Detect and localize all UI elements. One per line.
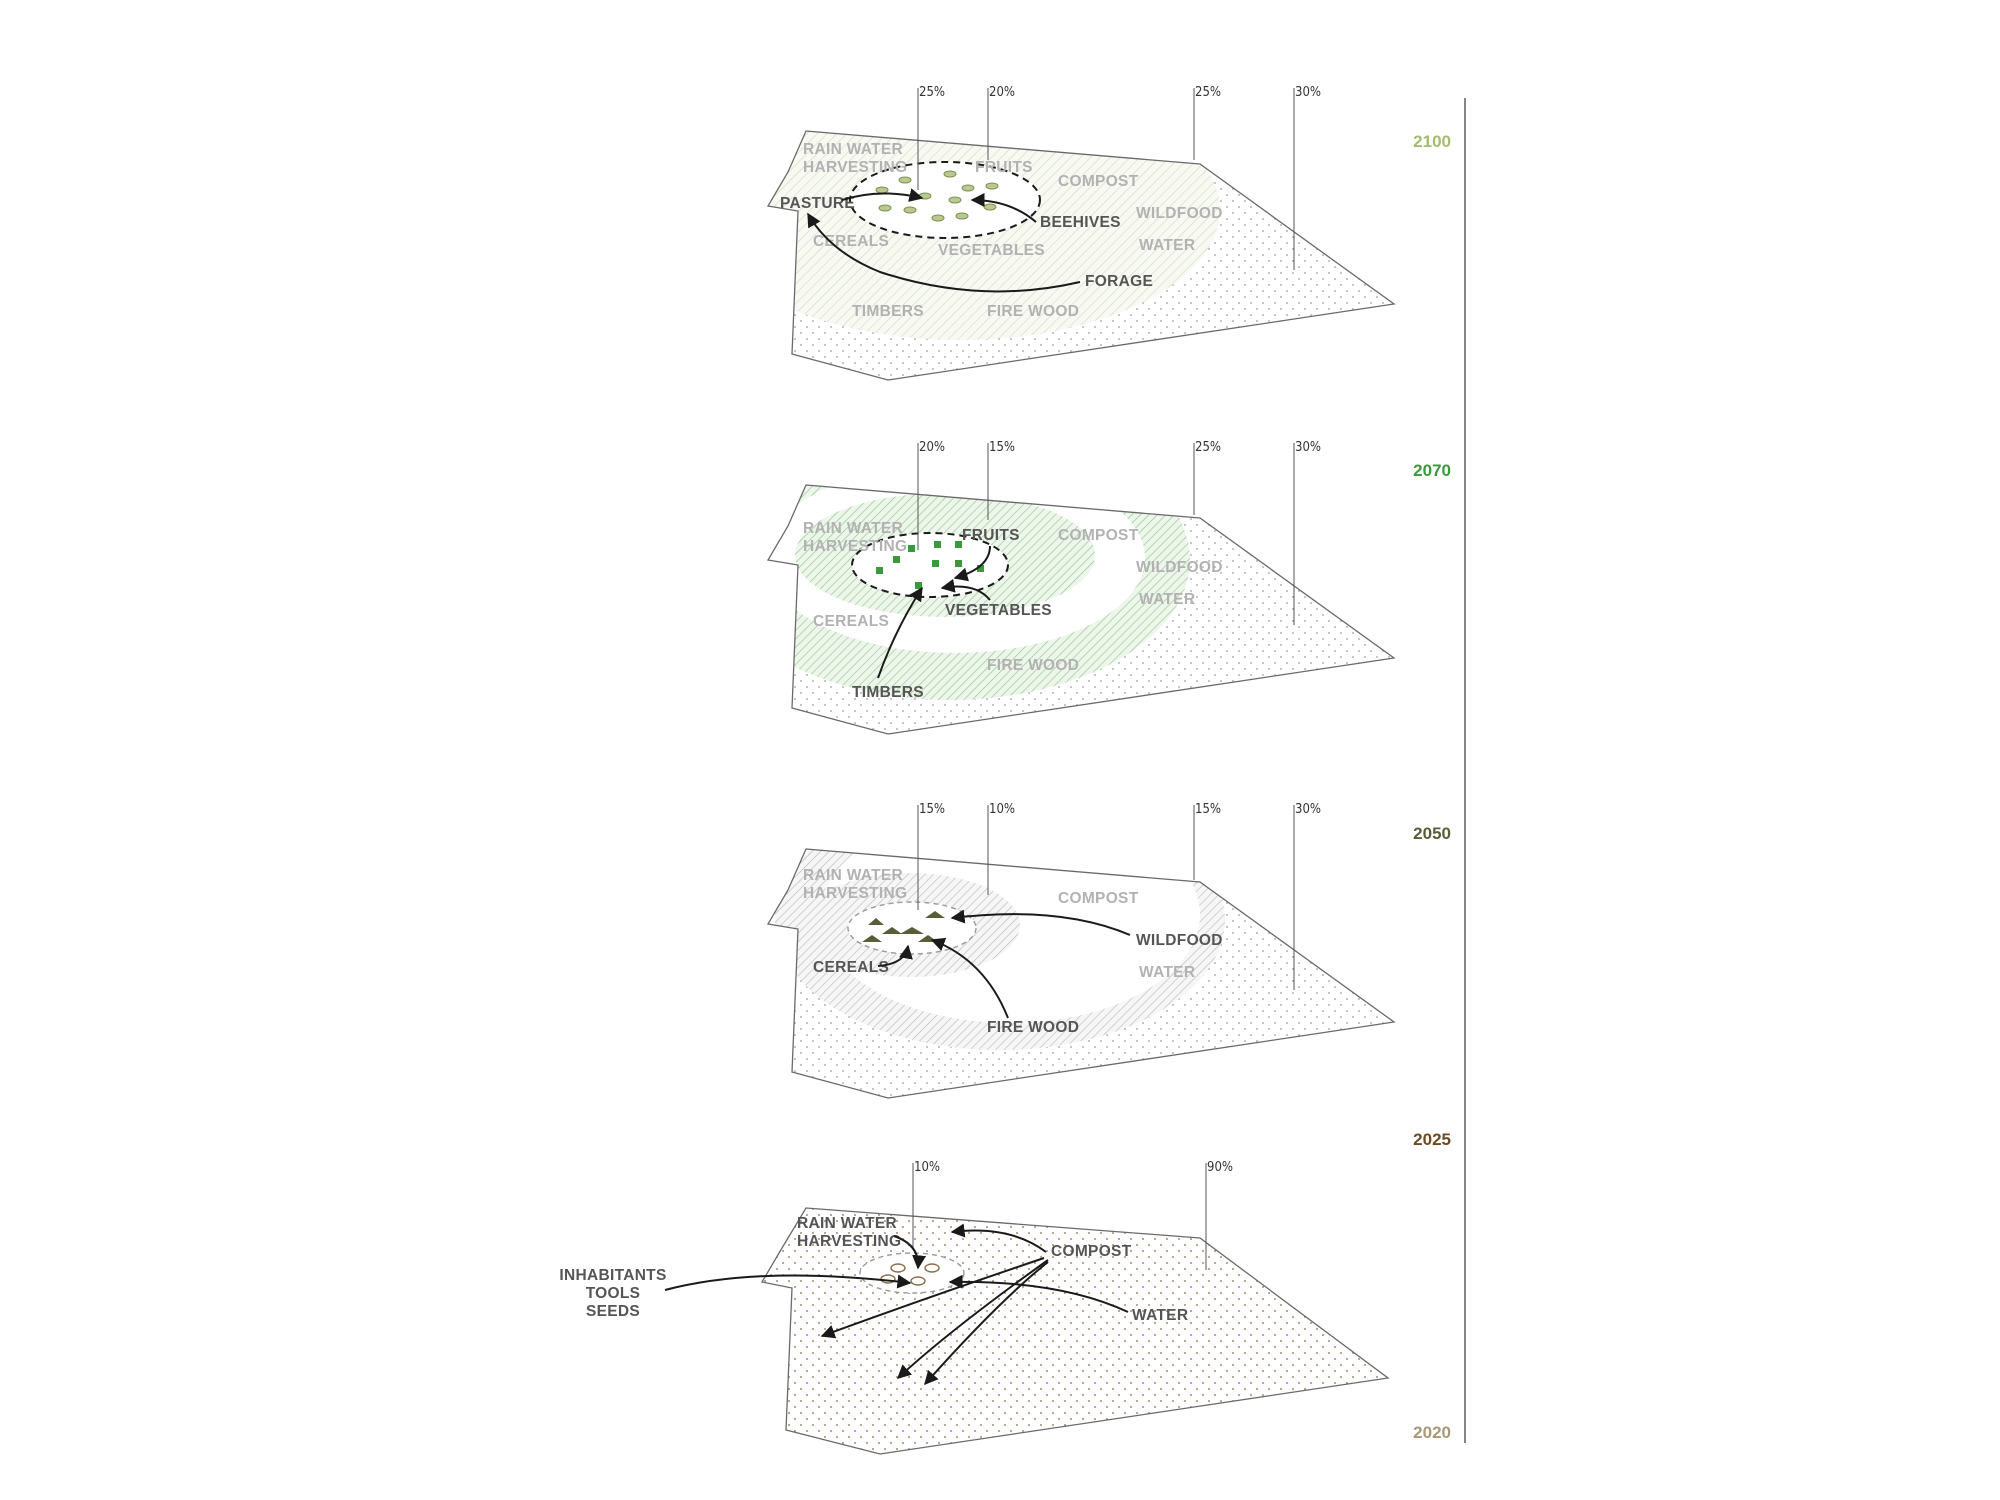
arrow-forage-to-pasture (807, 212, 1081, 293)
label-inhabitants: INHABITANTS (559, 1267, 666, 1284)
plot-outline (766, 130, 1396, 381)
tree-markers (876, 541, 984, 589)
arrow-cereals-to-settlement (877, 944, 913, 967)
percent-leaders (917, 443, 1295, 625)
label-forage: FORAGE (1085, 273, 1153, 290)
arrow-rainwater-to-settlement (893, 1235, 927, 1270)
arrow-fruits-to-settlement (953, 545, 991, 582)
label-compost: COMPOST (1058, 527, 1139, 544)
panel-2070: 20% 15% 25% 30% RAIN WATER HARVESTING FR… (766, 440, 1396, 735)
year-2020: 2020 (1413, 1423, 1451, 1442)
plot-outline (760, 1207, 1390, 1455)
panel-2020: 10% 90% RAIN WATER HARVESTING COMPOST IN… (559, 1160, 1390, 1455)
arrow-pasture-to-settlement (841, 188, 924, 202)
label-wildfood: WILDFOOD (1136, 205, 1223, 222)
timeline: 2100 2070 2050 2025 2020 (1413, 98, 1466, 1443)
label-fruits: FRUITS (962, 527, 1020, 544)
arrow-compost-to-field-near (924, 1261, 1049, 1386)
label-wildfood: WILDFOOD (1136, 559, 1223, 576)
settlement-ellipse (849, 161, 1041, 239)
percent-label: 25% (919, 85, 945, 100)
arrow-inhabitants-to-settlement (664, 1274, 912, 1291)
label-wildfood: WILDFOOD (1136, 932, 1223, 949)
label-water: WATER (1132, 1307, 1188, 1324)
arrow-firewood-to-settlement (930, 937, 1009, 1019)
plot-outline (766, 484, 1396, 735)
label-rainwater: RAIN WATER (797, 1215, 897, 1232)
label-compost: COMPOST (1058, 173, 1139, 190)
label-fruits: FRUITS (975, 159, 1033, 176)
label-compost: COMPOST (1051, 1243, 1132, 1260)
percent-label: 30% (1295, 440, 1321, 455)
label-cereals: CEREALS (813, 959, 889, 976)
arrow-water-to-settlement (948, 1274, 1129, 1313)
percent-label: 20% (919, 440, 945, 455)
label-seeds: SEEDS (586, 1303, 640, 1320)
label-pasture: PASTURE (780, 195, 855, 212)
label-vegetables: VEGETABLES (938, 242, 1045, 259)
arrow-vegetables-to-settlement (940, 578, 991, 601)
year-2025: 2025 (1413, 1130, 1451, 1149)
year-2070: 2070 (1413, 461, 1451, 480)
panel-2050: 15% 10% 15% 30% RAIN WATER HARVESTING CO… (766, 802, 1396, 1099)
label-timbers: TIMBERS (852, 303, 924, 320)
arrow-compost-to-field-west (820, 1257, 1045, 1339)
year-2050: 2050 (1413, 824, 1451, 843)
label-water: WATER (1139, 591, 1195, 608)
percent-label: 25% (1195, 85, 1221, 100)
percent-label: 15% (1195, 802, 1221, 817)
label-water: WATER (1139, 237, 1195, 254)
percent-leaders (912, 1163, 1207, 1270)
label-cereals: CEREALS (813, 613, 889, 630)
label-harvesting: HARVESTING (803, 159, 907, 176)
label-timbers: TIMBERS (852, 684, 924, 701)
arrow-beehives-to-settlement (970, 193, 1037, 223)
label-rainwater: RAIN WATER (803, 520, 903, 537)
label-compost: COMPOST (1058, 890, 1139, 907)
label-beehives: BEEHIVES (1040, 214, 1121, 231)
percent-label: 90% (1207, 1160, 1233, 1175)
arrow-timbers-to-settlement (877, 586, 923, 679)
arrow-compost-to-settlement (950, 1223, 1047, 1253)
label-firewood: FIRE WOOD (987, 303, 1079, 320)
percent-label: 15% (989, 440, 1015, 455)
percent-leaders (917, 805, 1295, 990)
year-2100: 2100 (1413, 132, 1451, 151)
settlement-ellipse (859, 1252, 965, 1294)
percent-label: 25% (1195, 440, 1221, 455)
label-cereals: CEREALS (813, 233, 889, 250)
percent-label: 15% (919, 802, 945, 817)
percent-label: 30% (1295, 802, 1321, 817)
arrow-compost-to-field-south (896, 1259, 1049, 1379)
plot-outline (766, 848, 1396, 1099)
label-water: WATER (1139, 964, 1195, 981)
percent-label: 20% (989, 85, 1015, 100)
label-rainwater: RAIN WATER (803, 141, 903, 158)
label-tools: TOOLS (586, 1285, 641, 1302)
beehive-markers (875, 170, 999, 222)
panel-2100: 25% 20% 25% 30% RAIN WATER HARVESTING FR… (766, 85, 1396, 381)
percent-label: 10% (914, 1160, 940, 1175)
label-firewood: FIRE WOOD (987, 1019, 1079, 1036)
label-vegetables: VEGETABLES (945, 602, 1052, 619)
label-firewood: FIRE WOOD (987, 657, 1079, 674)
label-harvesting: HARVESTING (797, 1233, 901, 1250)
label-harvesting: HARVESTING (803, 885, 907, 902)
arrow-wildfood-to-settlement (950, 909, 1131, 936)
percent-label: 30% (1295, 85, 1321, 100)
percent-label: 10% (989, 802, 1015, 817)
label-rainwater: RAIN WATER (803, 867, 903, 884)
label-harvesting: HARVESTING (803, 538, 907, 555)
percent-leaders (917, 88, 1295, 270)
